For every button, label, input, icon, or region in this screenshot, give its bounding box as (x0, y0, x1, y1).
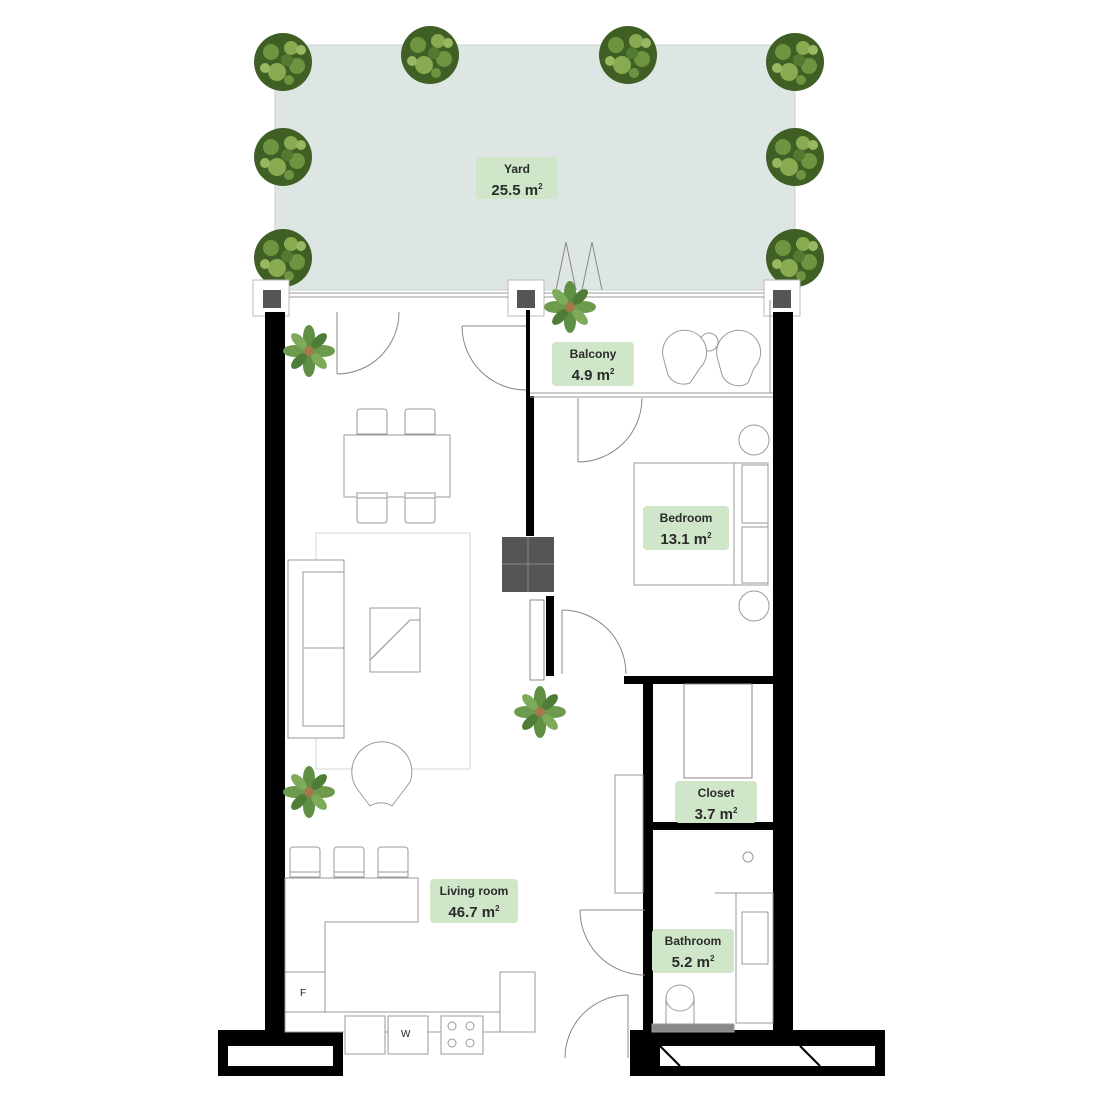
tree-icon (766, 33, 824, 91)
tree-icon (254, 128, 312, 186)
interior-walls (526, 310, 774, 1031)
chair-icon (404, 492, 436, 524)
tree-icon (766, 229, 824, 287)
room-area: 13.1 m2 (660, 531, 712, 548)
armchair-icon (351, 741, 413, 807)
kitchen (284, 774, 644, 1055)
chair-icon (333, 846, 365, 878)
room-name: Bathroom (664, 934, 722, 948)
tree-icon (599, 26, 657, 84)
potted-plant-icon (514, 686, 566, 738)
washer-label: W (401, 1029, 411, 1040)
room-label-closet: Closet 3.7 m2 (675, 781, 757, 823)
room-area: 3.7 m2 (694, 806, 738, 823)
shower-drain-icon (742, 851, 754, 863)
tree-icon (401, 26, 459, 84)
bathroom-fixtures (651, 851, 774, 1033)
room-label-living-room: Living room 46.7 m2 (430, 879, 518, 923)
room-name: Yard (503, 162, 530, 176)
sink-icon (741, 911, 769, 965)
doors (336, 311, 753, 1059)
toilet-icon (665, 984, 695, 1025)
cooktop-icon (440, 1015, 484, 1055)
dining-set (343, 408, 451, 524)
room-area: 25.5 m2 (491, 182, 543, 199)
room-area: 4.9 m2 (571, 367, 615, 384)
lounge (287, 532, 471, 807)
room-name: Bedroom (659, 511, 713, 525)
chair-icon (289, 846, 321, 878)
chair-icon (356, 492, 388, 524)
sofa-icon (287, 559, 345, 739)
room-name: Balcony (569, 347, 617, 361)
tree-icon (254, 229, 312, 287)
room-area: 5.2 m2 (671, 954, 715, 971)
room-label-bathroom: Bathroom 5.2 m2 (652, 929, 734, 973)
chair-icon (377, 846, 409, 878)
balcony-furniture (662, 329, 762, 387)
room-name: Living room (439, 884, 509, 898)
room-label-bedroom: Bedroom 13.1 m2 (643, 506, 729, 550)
exterior-walls (218, 312, 885, 1076)
potted-plant-icon (283, 766, 335, 818)
balcony-boundary (530, 300, 773, 398)
room-label-yard: Yard 25.5 m2 (476, 157, 558, 199)
room-area: 46.7 m2 (448, 904, 500, 921)
fridge-label: F (300, 988, 307, 999)
column (502, 537, 554, 592)
room-label-balcony: Balcony 4.9 m2 (552, 342, 634, 386)
tree-icon (254, 33, 312, 91)
tree-icon (766, 128, 824, 186)
room-name: Closet (697, 786, 735, 800)
potted-plant-icon (283, 325, 335, 377)
